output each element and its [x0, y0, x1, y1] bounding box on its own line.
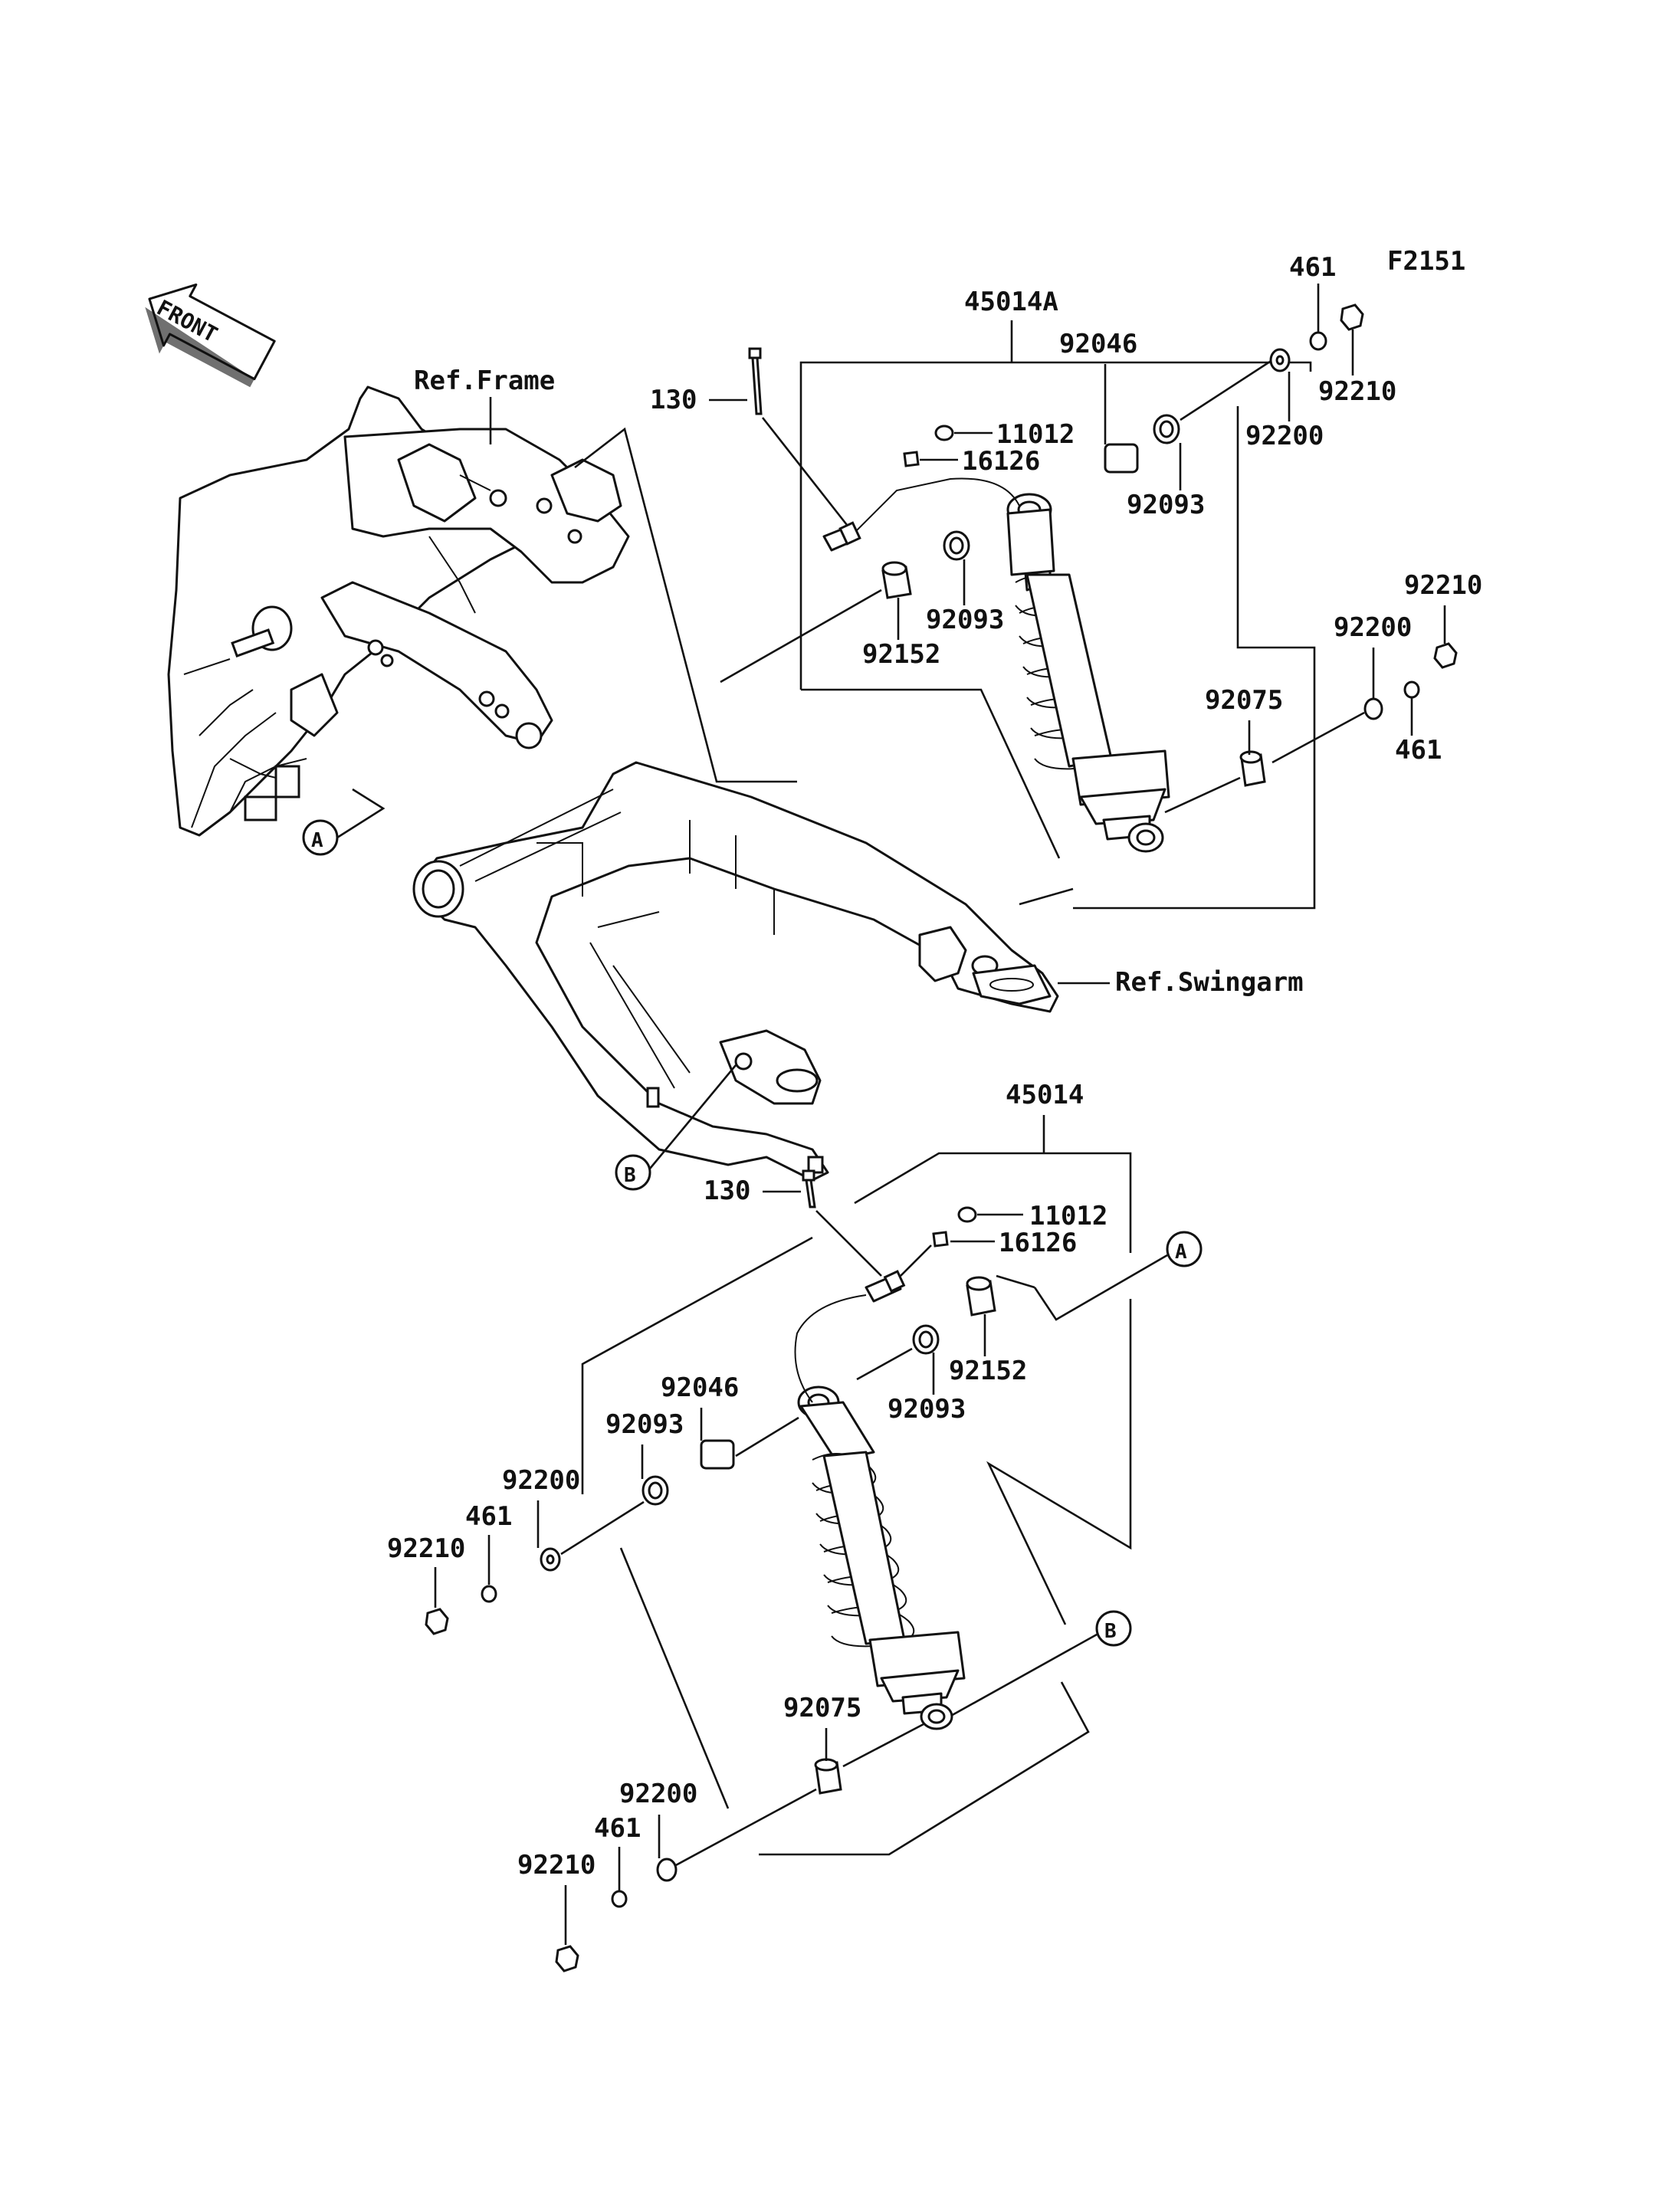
washer-upper-bottom [1363, 697, 1383, 720]
bolt-lower [802, 1169, 816, 1208]
lockwasher-upper-bottom [1403, 680, 1420, 699]
nipple-lower [932, 1231, 949, 1248]
lockwasher-lower-top [481, 1585, 497, 1603]
bearing-lower [700, 1439, 735, 1470]
lockwasher-lower-bottom [611, 1890, 628, 1908]
part-16126-upper: 16126 [962, 446, 1040, 477]
part-461-lower-bottom: 461 [594, 1813, 641, 1844]
ref-swingarm-label: Ref.Swingarm [1115, 967, 1304, 998]
part-92200-lower-top: 92200 [502, 1465, 580, 1496]
front-arrow-icon: FRONT [145, 283, 276, 388]
part-461-upper-bottom: 461 [1395, 735, 1442, 766]
sleeve-upper [881, 561, 912, 599]
part-11012-upper: 11012 [996, 419, 1075, 450]
part-11012-lower: 11012 [1029, 1201, 1107, 1231]
frame-illustration [167, 385, 630, 837]
callout-a-lower-label: A [1175, 1241, 1187, 1264]
part-92075-lower: 92075 [783, 1693, 861, 1723]
nut-upper-top [1340, 303, 1364, 331]
upper-group-label: 45014A [964, 287, 1058, 317]
shock-absorber-upper [1006, 493, 1170, 853]
part-92093-lower-right: 92093 [888, 1394, 966, 1425]
part-92093-upper-inner: 92093 [926, 605, 1004, 635]
part-92210-upper-top: 92210 [1318, 376, 1396, 407]
bolt-upper [748, 347, 763, 415]
callout-b-upper-label: B [624, 1164, 636, 1187]
part-16126-lower: 16126 [999, 1228, 1077, 1258]
part-92046-upper: 92046 [1059, 329, 1137, 359]
bearing-upper [1104, 443, 1139, 474]
cap-lower [957, 1206, 977, 1223]
part-92075-upper: 92075 [1205, 685, 1283, 716]
part-92093-upper-outer: 92093 [1127, 490, 1205, 520]
part-92200-upper-bottom: 92200 [1334, 612, 1412, 643]
washer-lower-bottom [656, 1858, 678, 1882]
figure-code: F2151 [1387, 246, 1465, 277]
lockwasher-upper-top [1309, 331, 1327, 351]
callout-b-lower: B [942, 1610, 1132, 1722]
callout-a-upper-label: A [311, 829, 323, 852]
nut-lower-top [425, 1608, 449, 1635]
part-461-upper-top: 461 [1289, 252, 1336, 283]
nut-lower-bottom [555, 1945, 579, 1972]
part-92200-lower-bottom: 92200 [619, 1779, 697, 1809]
collar-upper [1239, 750, 1266, 787]
callout-a-lower: A [1033, 1231, 1203, 1321]
shock-absorber-lower [797, 1385, 966, 1730]
sleeve-lower [966, 1276, 996, 1317]
swingarm-illustration [412, 761, 1059, 1182]
part-92210-upper-bottom: 92210 [1404, 570, 1482, 601]
part-92093-lower-left: 92093 [605, 1409, 684, 1440]
collar-lower [814, 1758, 842, 1795]
part-92210-lower-bottom: 92210 [517, 1850, 596, 1881]
callout-a-upper: A [302, 788, 386, 856]
callout-b-upper: B [615, 1064, 737, 1191]
part-92152-lower: 92152 [949, 1356, 1027, 1386]
lower-group-label: 45014 [1006, 1080, 1084, 1110]
nipple-upper [903, 451, 920, 467]
cap-upper [934, 425, 954, 441]
part-130-upper: 130 [650, 385, 697, 415]
part-461-lower-top: 461 [465, 1501, 512, 1532]
ref-frame-label: Ref.Frame [414, 366, 555, 396]
part-92046-lower: 92046 [661, 1372, 739, 1403]
part-92152-upper: 92152 [862, 639, 940, 670]
part-92200-upper-top: 92200 [1245, 421, 1324, 451]
part-130-lower: 130 [704, 1176, 750, 1206]
nut-upper-bottom [1433, 642, 1458, 669]
part-92210-lower-top: 92210 [387, 1533, 465, 1564]
callout-b-lower-label: B [1104, 1620, 1117, 1643]
